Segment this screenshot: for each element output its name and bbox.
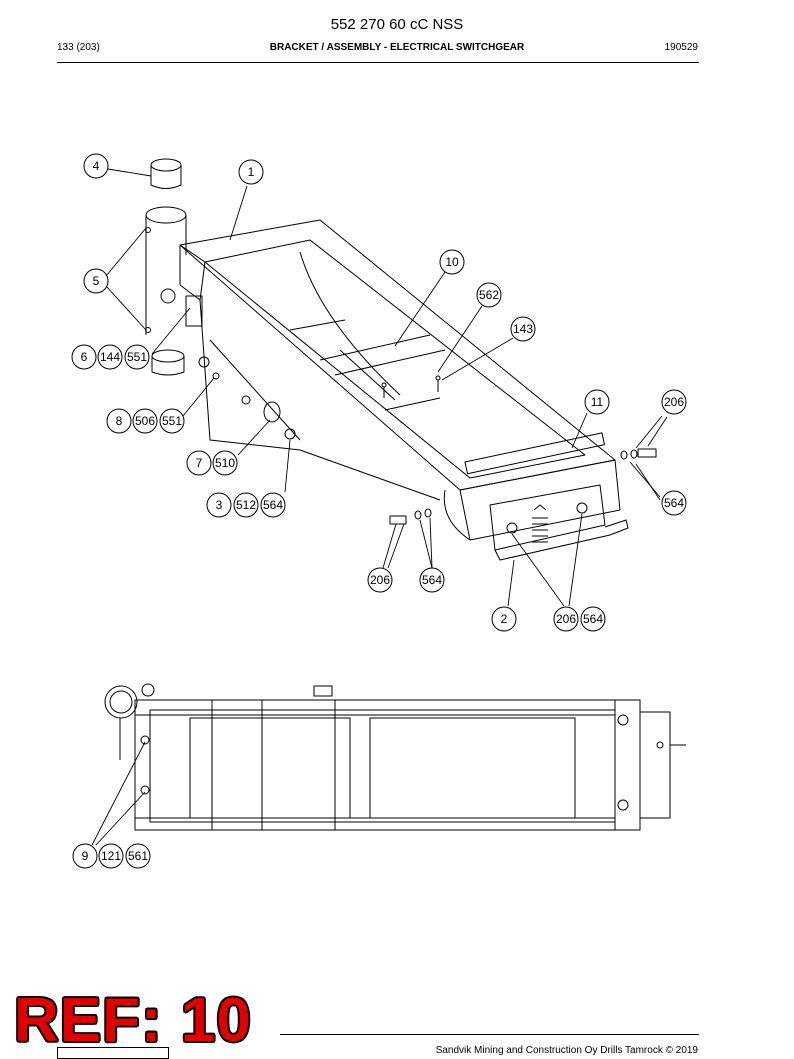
callout-8: 8 xyxy=(116,414,123,428)
callout-561: 561 xyxy=(128,849,148,863)
bracket-isometric-view xyxy=(145,158,657,561)
callout-1: 1 xyxy=(248,165,255,179)
document-number: 552 270 60 cC NSS xyxy=(330,16,464,33)
callout-506: 506 xyxy=(135,414,155,428)
section-title: BRACKET / ASSEMBLY - ELECTRICAL SWITCHGE… xyxy=(269,42,525,53)
callout-circles xyxy=(71,153,687,869)
callout-4: 4 xyxy=(93,159,100,173)
callout-564-right: 564 xyxy=(664,496,684,510)
company-logo xyxy=(57,1047,169,1059)
callout-3: 3 xyxy=(216,498,223,512)
ref-stamp: REF: 10 xyxy=(14,986,252,1055)
callout-564-bottom: 564 xyxy=(422,573,442,587)
header-rule xyxy=(57,62,699,63)
callout-510: 510 xyxy=(215,456,235,470)
document-date: 190529 xyxy=(664,42,698,53)
callout-144: 144 xyxy=(100,350,120,364)
callout-121: 121 xyxy=(101,849,121,863)
callout-206-right: 206 xyxy=(664,395,684,409)
callout-7: 7 xyxy=(196,456,203,470)
leader-lines xyxy=(91,168,668,846)
callout-206-end: 206 xyxy=(556,612,576,626)
page-number: 133 (203) xyxy=(57,42,100,53)
callout-512: 512 xyxy=(236,498,256,512)
callout-562: 562 xyxy=(479,288,499,302)
callout-5: 5 xyxy=(93,274,100,288)
callout-143: 143 xyxy=(513,322,533,336)
callout-551-b: 551 xyxy=(162,414,182,428)
callout-564-end: 564 xyxy=(583,612,603,626)
callout-11: 11 xyxy=(591,395,604,409)
callout-10: 10 xyxy=(445,255,459,269)
callout-9: 9 xyxy=(82,849,89,863)
footer-rule xyxy=(280,1034,699,1035)
bracket-plan-view xyxy=(104,683,686,831)
copyright-text: Sandvik Mining and Construction Oy Drill… xyxy=(435,1045,698,1056)
callout-6: 6 xyxy=(81,350,88,364)
callout-206-bottom: 206 xyxy=(370,573,390,587)
callout-551: 551 xyxy=(127,350,147,364)
callout-2: 2 xyxy=(501,612,508,626)
callout-564-left: 564 xyxy=(263,498,283,512)
